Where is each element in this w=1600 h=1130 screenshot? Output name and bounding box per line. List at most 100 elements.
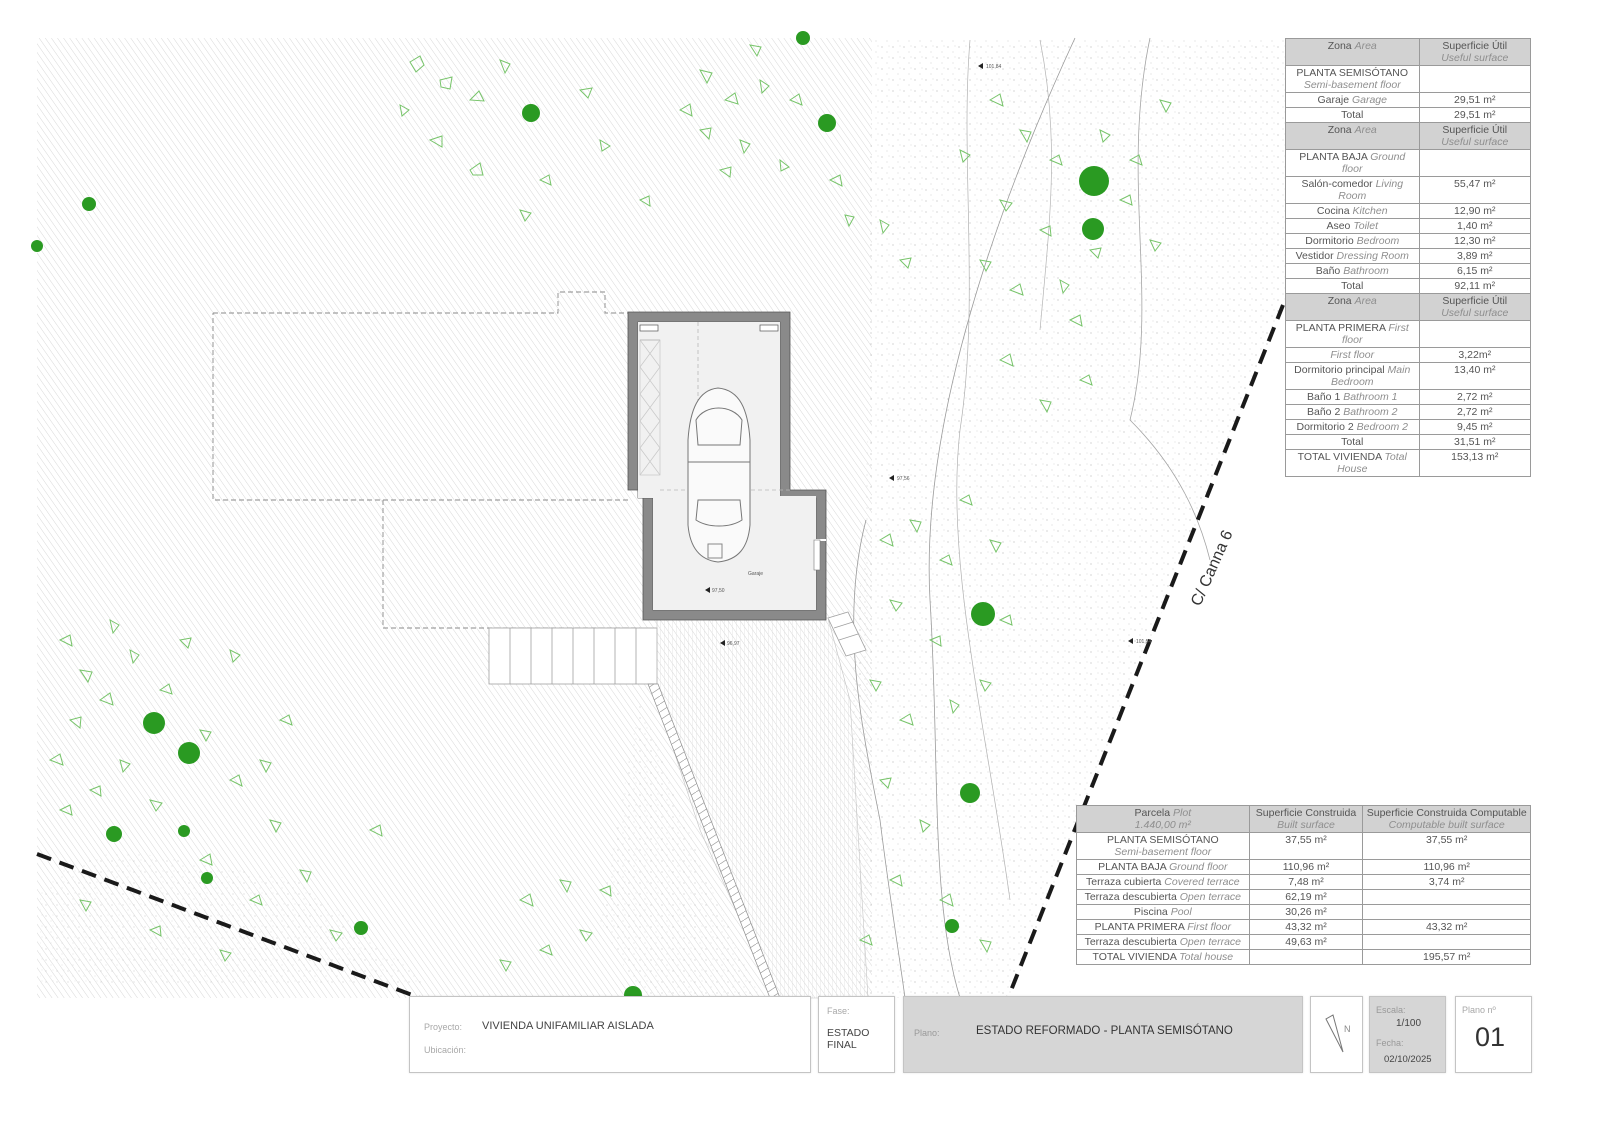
room-name-en: Bedroom 2 bbox=[1356, 421, 1408, 433]
room-area: 29,51 m² bbox=[1418, 107, 1531, 123]
built-row-name: Piscina bbox=[1133, 906, 1168, 918]
title-block-phase: Fase: ESTADO FINAL bbox=[818, 996, 895, 1073]
built-value: 62,19 m² bbox=[1248, 889, 1364, 905]
floor-name: PLANTA PRIMERA bbox=[1295, 322, 1386, 334]
room-area: 13,40 m² bbox=[1418, 362, 1531, 390]
room-area: 3,89 m² bbox=[1418, 248, 1531, 264]
room-area: 153,13 m² bbox=[1418, 449, 1531, 477]
room-name-en: Bathroom bbox=[1343, 265, 1389, 277]
room-name-en: Dressing Room bbox=[1336, 250, 1409, 262]
room-area: 12,30 m² bbox=[1418, 233, 1531, 249]
built-value: 7,48 m² bbox=[1248, 874, 1364, 890]
zone-header-en: Area bbox=[1354, 40, 1377, 52]
built-row-name-en: Ground floor bbox=[1169, 861, 1228, 873]
built-header: Superficie Construida bbox=[1255, 807, 1357, 819]
built-value bbox=[1248, 949, 1364, 965]
table-row: Total 92,11 m² bbox=[1285, 278, 1531, 294]
room-name-en: Living Room bbox=[1338, 178, 1404, 202]
computable-value: 195,57 m² bbox=[1362, 949, 1531, 965]
built-row-name: PLANTA SEMISÓTANO bbox=[1106, 834, 1219, 846]
room-area: 31,51 m² bbox=[1418, 434, 1531, 450]
room-area: 3,22m² bbox=[1418, 347, 1531, 363]
table-row: Vestidor Dressing Room 3,89 m² bbox=[1285, 248, 1531, 264]
room-name: Total bbox=[1341, 109, 1364, 121]
spot-level-text: 101,54 bbox=[1136, 639, 1152, 645]
table-row: Terraza descubierta Open terrace 49,63 m² bbox=[1076, 934, 1531, 950]
room-name: Baño 1 bbox=[1307, 391, 1341, 403]
spot-level-text: 97,56 bbox=[897, 476, 910, 482]
built-row-name-en: Open terrace bbox=[1179, 936, 1242, 948]
built-row-name: Terraza cubierta bbox=[1086, 876, 1162, 888]
built-row-name: TOTAL VIVIENDA bbox=[1092, 951, 1177, 963]
room-name: Total bbox=[1341, 436, 1364, 448]
room-name: Dormitorio principal bbox=[1294, 364, 1385, 376]
car-icon bbox=[687, 387, 751, 563]
computable-value bbox=[1362, 934, 1531, 950]
surface-header: Superficie Útil bbox=[1442, 40, 1508, 52]
room-area: 55,47 m² bbox=[1418, 176, 1531, 204]
tree-icons bbox=[31, 31, 1109, 1004]
computable-value bbox=[1362, 889, 1531, 905]
computable-header-en: Computable built surface bbox=[1388, 819, 1505, 831]
computable-value: 43,32 m² bbox=[1362, 919, 1531, 935]
built-row-name: Terraza descubierta bbox=[1084, 936, 1177, 948]
room-name-en: Bathroom 1 bbox=[1343, 391, 1398, 403]
zone-header-en: Area bbox=[1354, 295, 1377, 307]
room-area: 9,45 m² bbox=[1418, 419, 1531, 435]
room-name: Baño bbox=[1315, 265, 1341, 277]
plano-number-value: 01 bbox=[1475, 1022, 1506, 1052]
room-area: 2,72 m² bbox=[1418, 404, 1531, 420]
built-header-en: Built surface bbox=[1277, 819, 1335, 831]
floor-name: PLANTA BAJA bbox=[1299, 151, 1368, 163]
built-row-name-en: Pool bbox=[1170, 906, 1192, 918]
floor-name-en: First floor bbox=[1342, 322, 1409, 346]
surface-header-en: Useful surface bbox=[1441, 307, 1509, 319]
plot-boundary-east bbox=[1006, 304, 1285, 999]
room-name-en: Bedroom bbox=[1356, 235, 1400, 247]
built-value: 110,96 m² bbox=[1248, 859, 1364, 875]
floor-row: PLANTA BAJA Ground floor bbox=[1285, 149, 1531, 177]
north-arrow-icon bbox=[1325, 1014, 1344, 1053]
title-block-scale: Escala: 1/100 Fecha: 02/10/2025 bbox=[1369, 996, 1446, 1073]
room-area: 12,90 m² bbox=[1418, 203, 1531, 219]
plot-boundary-south bbox=[36, 852, 421, 1000]
zone-header: Zona bbox=[1327, 124, 1352, 136]
room-name-en: Garage bbox=[1351, 94, 1387, 106]
spot-level-text: 97,50 bbox=[712, 588, 725, 594]
room-name: Vestidor bbox=[1295, 250, 1334, 262]
plano-number-label: Plano nº bbox=[1462, 1005, 1496, 1015]
built-row-name: PLANTA PRIMERA bbox=[1094, 921, 1185, 933]
built-row-name-en: Semi-basement floor bbox=[1114, 846, 1212, 858]
shrub-vegetation bbox=[48, 44, 1172, 973]
built-row-name: PLANTA BAJA bbox=[1098, 861, 1167, 873]
computable-header: Superficie Construida Computable bbox=[1366, 807, 1527, 819]
fase-label: Fase: bbox=[827, 1006, 850, 1016]
floor-name: PLANTA SEMISÓTANO bbox=[1296, 67, 1409, 79]
built-row-name-en: Covered terrace bbox=[1164, 876, 1240, 888]
room-name: Cocina bbox=[1316, 205, 1350, 217]
title-block-project: Proyecto: VIVIENDA UNIFAMILIAR AISLADA U… bbox=[409, 996, 811, 1073]
built-value: 49,63 m² bbox=[1248, 934, 1364, 950]
proyecto-value: VIVIENDA UNIFAMILIAR AISLADA bbox=[482, 1020, 654, 1032]
room-name: Total bbox=[1341, 280, 1364, 292]
surface-header-en: Useful surface bbox=[1441, 136, 1509, 148]
fecha-value: 02/10/2025 bbox=[1384, 1054, 1432, 1065]
garage-room-label: Garaje bbox=[748, 571, 763, 577]
room-name: Salón-comedor bbox=[1301, 178, 1373, 190]
floor-name-en: Ground floor bbox=[1342, 151, 1406, 175]
computable-value: 37,55 m² bbox=[1362, 832, 1531, 860]
room-name-en: Bathroom 2 bbox=[1343, 406, 1398, 418]
dotted-terrain bbox=[850, 38, 1285, 998]
surface-header: Superficie Útil bbox=[1442, 124, 1508, 136]
zone-header: Zona bbox=[1327, 40, 1352, 52]
